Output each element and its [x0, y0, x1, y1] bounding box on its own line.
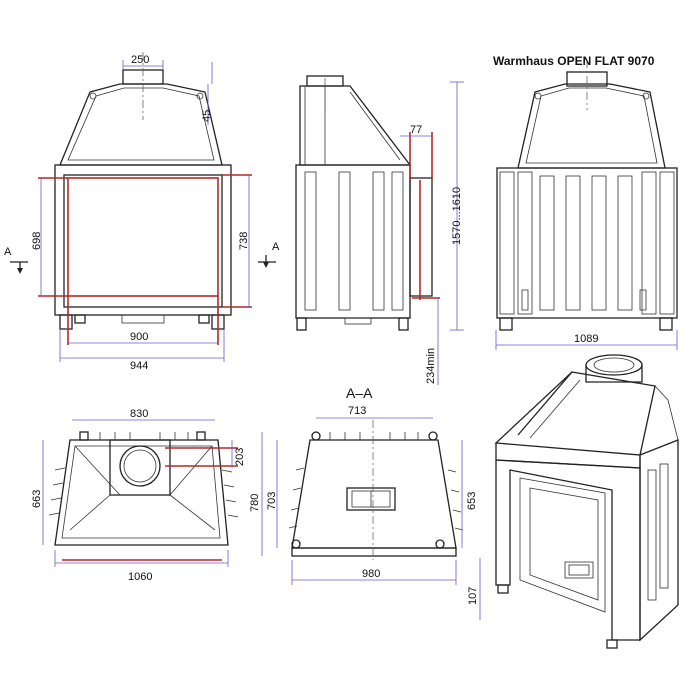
- dim-section-height-780: 780: [249, 494, 261, 512]
- dim-depth-203: 203: [234, 448, 246, 466]
- drawing-title: Warmhaus OPEN FLAT 9070: [493, 54, 655, 68]
- dim-inner-height-698: 698: [31, 232, 43, 250]
- dim-section-height-653: 653: [466, 492, 478, 510]
- section-mark-left: A: [4, 246, 28, 274]
- svg-text:A: A: [4, 246, 12, 258]
- dim-depth-663: 663: [31, 490, 43, 508]
- dim-offset-77: 77: [410, 124, 422, 136]
- dim-outer-height-738: 738: [238, 232, 250, 250]
- dim-top-45: 45: [201, 110, 213, 122]
- dim-width-1089: 1089: [574, 333, 598, 345]
- dim-height-1570-1610: 1570...1610: [451, 187, 463, 245]
- dim-flue-250: 250: [131, 54, 149, 66]
- dim-width-944: 944: [130, 360, 148, 372]
- dim-width-900: 900: [130, 331, 148, 343]
- section-label: A–A: [346, 385, 373, 401]
- back-view: [496, 60, 678, 331]
- dim-top-width-830: 830: [130, 408, 148, 420]
- top-view: [48, 431, 239, 561]
- dim-min-234: 234min: [425, 348, 437, 384]
- side-view: [295, 75, 440, 331]
- section-view: [288, 420, 464, 560]
- svg-text:A: A: [272, 241, 280, 253]
- section-mark-right: A: [258, 241, 280, 268]
- isometric-view: [494, 354, 679, 649]
- dim-foot-107: 107: [467, 587, 479, 605]
- dim-section-width-980: 980: [362, 568, 380, 580]
- dim-section-height-703: 703: [266, 492, 278, 510]
- dim-section-width-713: 713: [348, 405, 366, 417]
- dim-width-1060: 1060: [128, 571, 152, 583]
- front-view: [38, 52, 252, 345]
